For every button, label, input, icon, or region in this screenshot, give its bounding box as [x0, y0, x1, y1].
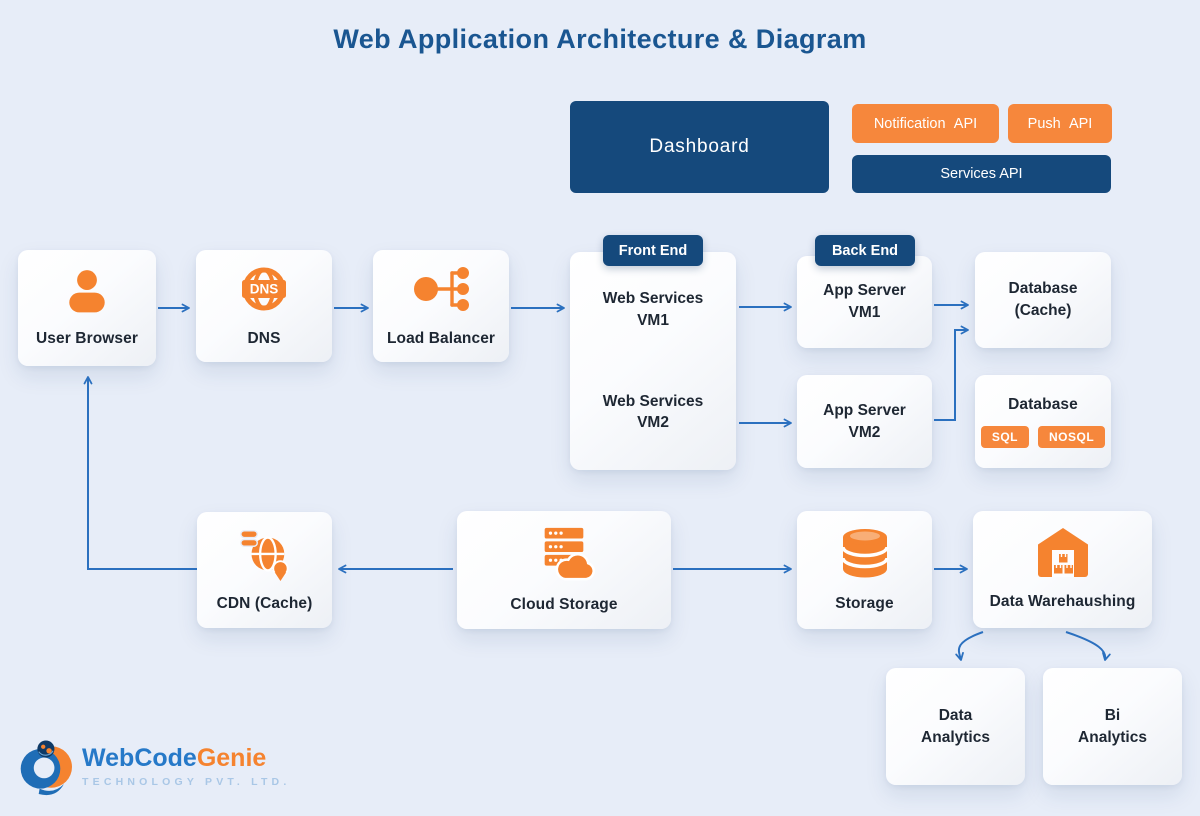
app-server-vm2-text: App Server VM2: [823, 400, 906, 443]
database-cache-text: Database (Cache): [1009, 278, 1078, 321]
web-services-vm1: Web Services VM1: [603, 288, 704, 331]
nosql-badge: NOSQL: [1038, 425, 1106, 448]
dashboard-label: Dashboard: [649, 136, 750, 157]
cdn-globe-icon: [239, 530, 289, 582]
notification-api-box: Notification API: [852, 104, 999, 143]
notification-api-label: Notification API: [873, 115, 978, 132]
arrow-warehousing-to-bianalytics: [1065, 631, 1111, 661]
data-analytics-text: Data Analytics: [921, 705, 990, 748]
node-app-server-vm2: App Server VM2: [797, 375, 932, 468]
app-server-vm2-line1: App Server: [823, 401, 906, 419]
app-server-vm1-text: App Server VM1: [823, 280, 906, 323]
webcodegenie-logo-icon: [20, 740, 72, 796]
load-balancer-icon: [414, 267, 469, 312]
node-database-cache: Database (Cache): [975, 252, 1111, 348]
arrow-appserver2-to-dbcache: [934, 325, 969, 421]
user-icon: [69, 270, 105, 313]
node-label: DNS: [247, 330, 281, 348]
node-label: CDN (Cache): [216, 595, 313, 613]
node-data-warehousing: Data Warehaushing: [973, 511, 1152, 628]
webcodegenie-logo: WebCodeGenie TECHNOLOGY PVT. LTD.: [18, 737, 290, 797]
node-cloud-storage: Cloud Storage: [457, 511, 671, 629]
web-services-vm1-line1: Web Services: [602, 290, 704, 307]
svg-text:DNS: DNS: [250, 282, 279, 297]
warehouse-icon: [1037, 527, 1088, 577]
database-cache-line1: Database: [1008, 280, 1078, 298]
node-label: Cloud Storage: [510, 596, 618, 614]
logo-text: WebCodeGenie TECHNOLOGY PVT. LTD.: [82, 746, 291, 789]
dns-globe-icon: DNS: [242, 267, 286, 311]
node-label: Load Balancer: [386, 330, 496, 348]
arrow-cdn-to-userbrowser: [83, 376, 197, 570]
bi-analytics-line2: Analytics: [1078, 728, 1147, 746]
database-cache-line2: (Cache): [1014, 302, 1072, 319]
arrow-warehousing-to-dataanalytics: [955, 631, 984, 661]
data-analytics-line1: Data: [938, 706, 973, 724]
web-services-vm2-line1: Web Services: [602, 392, 704, 410]
node-dns: DNS DNS: [196, 250, 332, 362]
push-api-label: Push API: [1027, 115, 1093, 132]
services-api-box: Services API: [852, 155, 1111, 193]
node-label: Storage: [835, 595, 894, 613]
cloud-server-icon: [544, 527, 595, 581]
app-server-vm1-line1: App Server: [823, 282, 906, 300]
node-cdn-cache: CDN (Cache): [197, 512, 332, 628]
web-services-vm1-line2: VM1: [637, 311, 669, 329]
back-end-label: Back End: [831, 242, 899, 259]
data-analytics-line2: Analytics: [921, 728, 990, 746]
brand-name: WebCodeGenie: [82, 746, 290, 771]
database-label: Database: [1008, 396, 1078, 414]
brand-subtitle: TECHNOLOGY PVT. LTD.: [82, 776, 291, 788]
database-cylinder-icon: [840, 529, 889, 578]
node-database: Database SQL NOSQL: [975, 375, 1111, 468]
front-end-label: Front End: [618, 242, 688, 259]
bi-analytics-line1: Bi: [1104, 706, 1121, 724]
services-api-label: Services API: [940, 166, 1023, 182]
node-load-balancer: Load Balancer: [373, 250, 509, 362]
back-end-pill: Back End: [815, 235, 915, 266]
node-data-analytics: Data Analytics: [886, 668, 1025, 785]
brand-genie: Genie: [196, 744, 267, 772]
node-user-browser: User Browser: [18, 250, 156, 366]
sql-badge: SQL: [980, 425, 1029, 448]
web-services-vm2-line2: VM2: [637, 414, 669, 432]
app-server-vm1-line2: VM1: [848, 304, 881, 321]
node-storage: Storage: [797, 511, 932, 629]
front-end-pill: Front End: [603, 235, 703, 266]
dashboard-box: Dashboard: [570, 101, 829, 193]
web-services-vm2: Web Services VM2: [603, 391, 704, 434]
node-web-services: Web Services VM1 Web Services VM2: [570, 252, 736, 470]
node-label: User Browser: [36, 330, 138, 348]
page-title: Web Application Architecture & Diagram: [333, 24, 867, 54]
database-badges: SQL NOSQL: [980, 425, 1106, 448]
node-bi-analytics: Bi Analytics: [1043, 668, 1182, 785]
push-api-box: Push API: [1008, 104, 1112, 143]
app-server-vm2-line2: VM2: [848, 423, 881, 441]
brand-webcode: WebCode: [82, 744, 197, 772]
node-app-server-vm1: App Server VM1: [797, 256, 932, 348]
bi-analytics-text: Bi Analytics: [1078, 705, 1147, 748]
node-label: Data Warehaushing: [989, 592, 1136, 610]
